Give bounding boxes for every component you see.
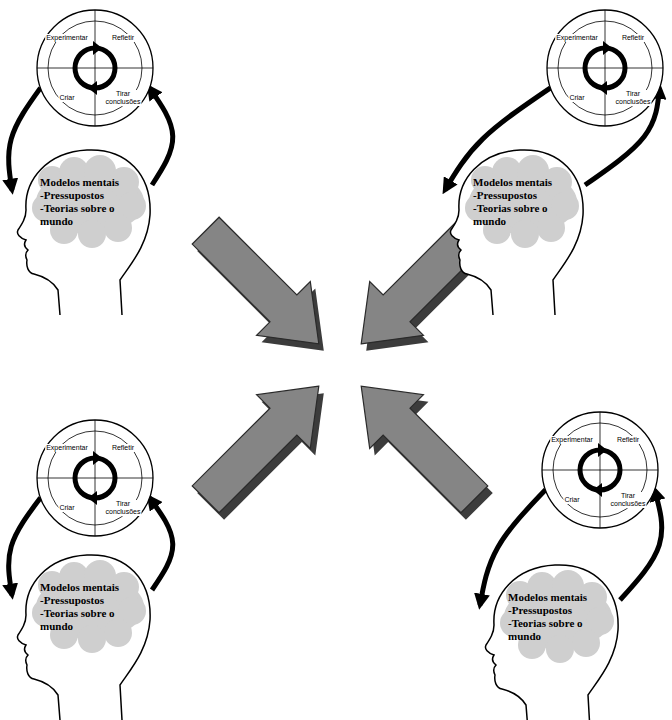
outer-ring — [37, 10, 153, 126]
converging-arrow — [334, 359, 501, 526]
converging-arrow — [179, 204, 346, 371]
cycle-step: Refletir — [621, 34, 645, 42]
mental-model-text: Modelos mentais — [40, 581, 140, 594]
cycle-step: Criar — [58, 94, 75, 102]
outer-ring — [37, 420, 153, 536]
quadrant-line — [547, 68, 663, 69]
brain-lobe — [78, 220, 106, 248]
brain-lobe — [572, 629, 600, 657]
head-outline — [17, 555, 150, 720]
cycle-ring — [580, 450, 620, 490]
quadrant-line — [542, 470, 658, 471]
brain-lobe — [537, 214, 565, 242]
head-profile — [480, 555, 620, 720]
mental-model-text: -Pressupostos — [508, 604, 608, 617]
head-outline — [485, 565, 618, 720]
head-node: Modelos mentais-Pressupostos-Teorias sob… — [445, 140, 585, 315]
brain-text-block: Modelos mentais-Pressupostos-Teorias sob… — [473, 176, 573, 228]
converging-arrow — [179, 359, 346, 526]
cycle-step: Tirar conclusões — [614, 90, 651, 106]
mental-model-text: Modelos mentais — [473, 176, 573, 189]
brain-lobe — [546, 635, 574, 663]
brain-shape — [32, 560, 146, 653]
cycle-step: Refletir — [111, 34, 135, 42]
mental-model-text: -Pressupostos — [473, 189, 573, 202]
brain-lobe — [104, 214, 132, 242]
head-outline — [17, 150, 150, 315]
cycle-step: Criar — [568, 94, 585, 102]
cycle-arrowhead — [598, 81, 607, 95]
head-node: Modelos mentais-Pressupostos-Teorias sob… — [12, 545, 152, 720]
learning-cycle-outline — [545, 8, 665, 128]
cycle-step: Refletir — [616, 436, 640, 444]
cycle-ring — [585, 48, 625, 88]
curved-arrow — [445, 88, 550, 190]
learning-cycle-outline — [35, 418, 155, 538]
cycle-arrowhead — [598, 443, 607, 457]
learning-cycle-circle: Experimentar RefletirCriar Tirar conclusõe… — [35, 418, 155, 538]
cycle-step: Tirar conclusões — [104, 500, 141, 516]
brain-text-block: Modelos mentais-Pressupostos-Teorias sob… — [508, 591, 608, 643]
cycle-step: Experimentar — [550, 436, 594, 444]
mental-model-text: -Teorias sobre o mundo — [473, 202, 573, 228]
learning-cycle-outline — [540, 410, 660, 530]
head-node: Modelos mentais-Pressupostos-Teorias sob… — [480, 555, 620, 720]
quadrant-line — [37, 478, 153, 479]
cycle-arrowhead — [88, 81, 97, 95]
head-profile — [445, 140, 585, 315]
cycle-arrowhead — [93, 41, 102, 55]
mental-model-text: -Pressupostos — [40, 594, 140, 607]
mental-model-text: -Teorias sobre o mundo — [40, 607, 140, 633]
brain-shape — [32, 155, 146, 248]
arrow-faces — [179, 204, 501, 526]
cycle-step: Criar — [563, 496, 580, 504]
brain-lobe — [511, 220, 539, 248]
mental-model-text: Modelos mentais — [40, 176, 140, 189]
outer-ring — [542, 412, 658, 528]
curved-arrow — [150, 498, 173, 590]
brain-shape — [465, 155, 579, 248]
head-profile — [12, 140, 152, 315]
learning-cycle-circle: Experimentar RefletirCriar Tirar conclusõe… — [545, 8, 665, 128]
cycle-arrowhead — [93, 451, 102, 465]
cycle-arrowhead — [603, 41, 612, 55]
brain-lobe — [78, 625, 106, 653]
head-profile — [12, 545, 152, 720]
cycle-step: Experimentar — [555, 34, 599, 42]
head-node: Modelos mentais-Pressupostos-Teorias sob… — [12, 140, 152, 315]
cycle-arrowhead — [593, 483, 602, 497]
quadrant-line — [37, 68, 153, 69]
learning-cycle-outline — [35, 8, 155, 128]
mental-model-text: Modelos mentais — [508, 591, 608, 604]
cycle-step: Experimentar — [45, 34, 89, 42]
head-outline — [450, 150, 583, 315]
cycle-step: Tirar conclusões — [104, 90, 141, 106]
brain-shape — [500, 570, 614, 663]
cycle-arrowhead — [88, 491, 97, 505]
outer-ring — [547, 10, 663, 126]
learning-cycle-circle: Experimentar RefletirCriar Tirar conclusõe… — [540, 410, 660, 530]
cycle-step: Criar — [58, 504, 75, 512]
cycle-step: Refletir — [111, 444, 135, 452]
cycle-ring — [75, 48, 115, 88]
learning-cycle-circle: Experimentar RefletirCriar Tirar conclusõe… — [35, 8, 155, 128]
mental-model-text: -Teorias sobre o mundo — [40, 202, 140, 228]
brain-text-block: Modelos mentais-Pressupostos-Teorias sob… — [40, 581, 140, 633]
brain-lobe — [104, 619, 132, 647]
curved-arrow — [150, 88, 173, 185]
mental-model-text: -Teorias sobre o mundo — [508, 617, 608, 643]
brain-text-block: Modelos mentais-Pressupostos-Teorias sob… — [40, 176, 140, 228]
cycle-step: Experimentar — [45, 444, 89, 452]
cycle-step: Tirar conclusões — [609, 492, 646, 508]
mental-model-text: -Pressupostos — [40, 189, 140, 202]
cycle-ring — [75, 458, 115, 498]
